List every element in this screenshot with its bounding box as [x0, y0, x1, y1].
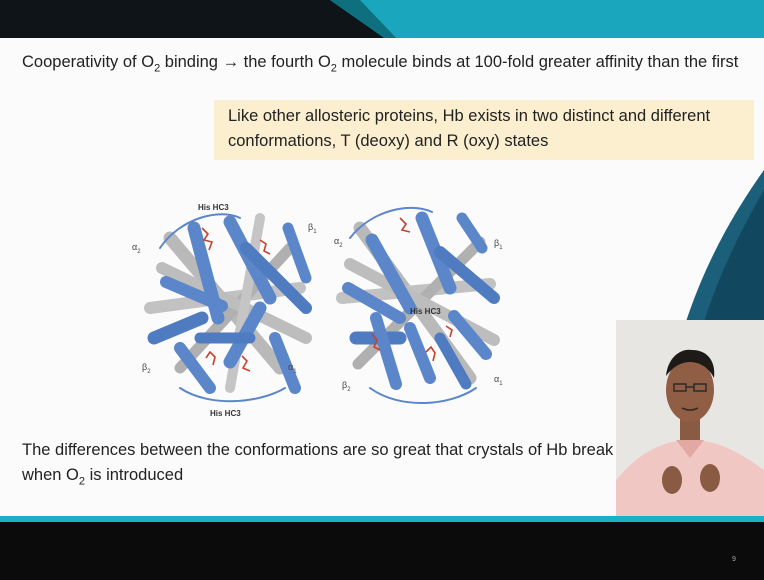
beta1-label: β1: [308, 222, 317, 235]
beta1-label: β1: [494, 238, 503, 251]
beta2-label: β2: [342, 380, 351, 393]
alpha2-label: α2: [132, 242, 141, 255]
top-teal-accent: [0, 0, 764, 42]
bottom-text: The differences between the conformation…: [22, 438, 622, 494]
his-hc3-label: His HC3: [198, 203, 229, 212]
hemoglobin-r-state: His HC3 α2 β1 β2 α1: [334, 208, 503, 403]
his-hc3-label: His HC3: [210, 409, 241, 418]
headline-text: Cooperativity of O2 binding → the fourth…: [22, 50, 752, 80]
alpha2-label: α2: [334, 236, 343, 249]
beta2-label: β2: [142, 362, 151, 375]
presenter-video: [616, 320, 764, 518]
his-hc3-label: His HC3: [410, 307, 441, 316]
right-arrow-icon: →: [223, 53, 240, 71]
callout-box: Like other allosteric proteins, Hb exist…: [214, 100, 754, 160]
hemoglobin-structure-figure: His HC3 His HC3 α2 β1 β2 α1: [110, 188, 530, 420]
hemoglobin-t-state: His HC3 His HC3 α2 β1 β2 α1: [132, 203, 317, 418]
page-number: 9: [732, 556, 736, 563]
alpha1-label: α1: [494, 374, 503, 387]
bottom-banner: [0, 522, 764, 580]
